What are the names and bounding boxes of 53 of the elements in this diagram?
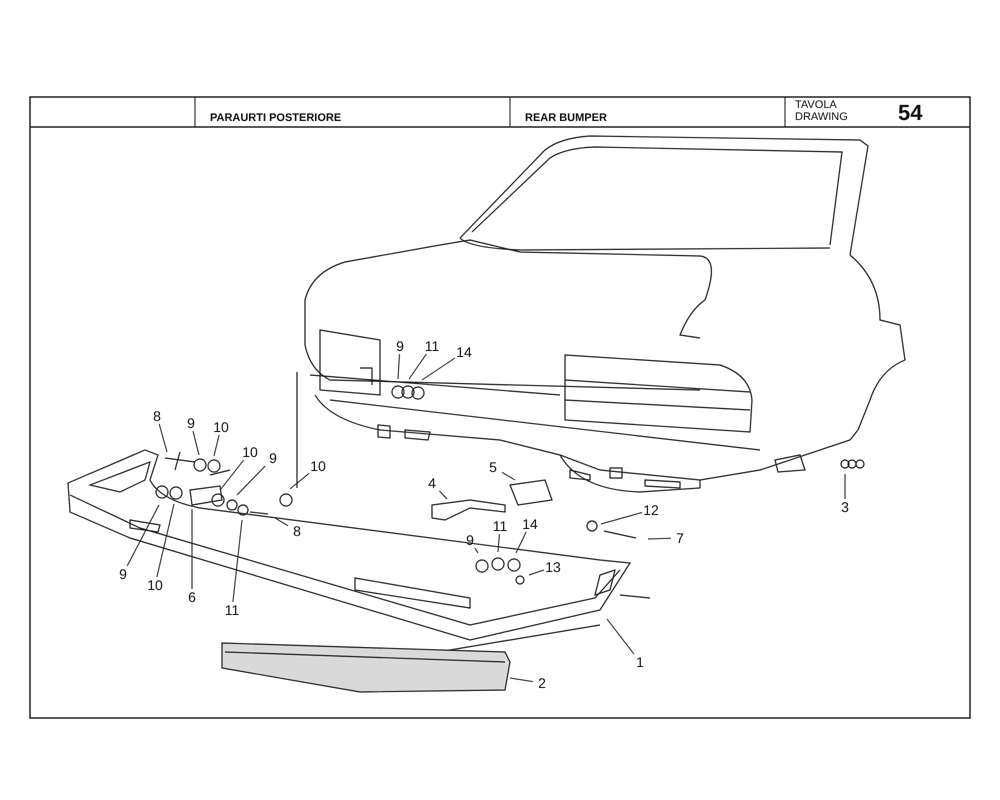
callout-number: 14 xyxy=(455,344,473,360)
callout-number: 14 xyxy=(521,516,539,532)
callout-number: 1 xyxy=(631,654,649,670)
leader-line xyxy=(232,520,242,602)
leader-line xyxy=(422,358,456,380)
drawing-number: 54 xyxy=(898,100,922,126)
field-label: TAVOLA xyxy=(795,99,837,111)
leader-line xyxy=(648,538,672,540)
title-text: REAR BUMPER xyxy=(525,112,607,124)
leader-line xyxy=(214,434,220,456)
callout-number: 2 xyxy=(533,675,551,691)
callout-number: 9 xyxy=(391,338,409,354)
callout-number: 10 xyxy=(146,577,164,593)
leader-line xyxy=(398,354,400,380)
title-text: PARAURTI POSTERIORE xyxy=(210,112,342,124)
callout-number: 10 xyxy=(309,458,327,474)
callout-number: 8 xyxy=(148,408,166,424)
leader-line xyxy=(158,424,168,452)
field-label: DRAWING xyxy=(795,111,848,123)
callout-number: 9 xyxy=(182,415,200,431)
callout-number: 10 xyxy=(241,444,259,460)
leader-line xyxy=(516,532,527,554)
leader-line xyxy=(156,504,174,578)
callout-number: 11 xyxy=(491,518,509,534)
leader-line xyxy=(408,354,427,380)
leader-line xyxy=(126,504,160,566)
leader-line xyxy=(192,430,200,456)
callout-number: 10 xyxy=(212,419,230,435)
leader-line xyxy=(439,490,448,500)
callout-number: 5 xyxy=(484,459,502,475)
leader-line xyxy=(498,534,500,552)
leader-line xyxy=(528,570,544,576)
callout-number: 12 xyxy=(642,502,660,518)
callout-number: 11 xyxy=(423,338,441,354)
callout-number: 4 xyxy=(423,475,441,491)
callout-number: 9 xyxy=(114,566,132,582)
callout-number: 11 xyxy=(223,602,241,618)
leader-line xyxy=(606,618,634,654)
leader-line xyxy=(600,512,642,524)
callout-number: 3 xyxy=(836,499,854,515)
callout-number: 6 xyxy=(183,589,201,605)
callout-number: 9 xyxy=(264,450,282,466)
leader-line xyxy=(236,466,266,496)
leader-line xyxy=(220,460,244,490)
leader-line xyxy=(502,472,516,480)
callout-number: 13 xyxy=(544,559,562,575)
leader-line xyxy=(290,472,310,490)
leader-line xyxy=(274,518,288,526)
callout-number: 7 xyxy=(671,530,689,546)
leader-line xyxy=(844,474,846,500)
leader-line xyxy=(474,548,478,554)
callout-number: 8 xyxy=(288,523,306,539)
leader-line xyxy=(510,678,534,682)
